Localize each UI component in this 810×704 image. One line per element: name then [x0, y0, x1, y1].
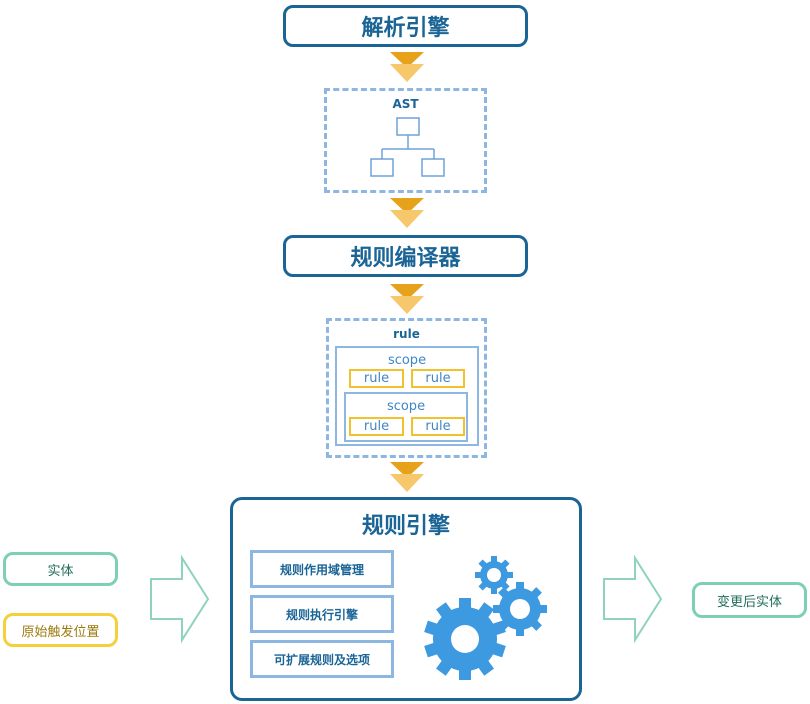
rule-item: rule	[349, 417, 404, 436]
down-chevron-arrow-icon	[390, 198, 424, 228]
rule-box-label: rule	[393, 327, 420, 341]
rule-item: rule	[411, 417, 465, 436]
input-entity: 实体	[3, 552, 118, 586]
right-hollow-arrow-icon	[150, 554, 210, 644]
output-changed-entity: 变更后实体	[692, 582, 807, 618]
scope-inner: scope rule rule	[344, 392, 468, 442]
scope-outer: scope rule rule scope rule rule	[335, 346, 479, 446]
down-chevron-arrow-icon	[390, 284, 424, 314]
feature-execution-engine: 规则执行引擎	[250, 595, 394, 633]
rule-box: rule scope rule rule scope rule rule	[326, 318, 487, 458]
down-chevron-arrow-icon	[390, 52, 424, 82]
scope-label: scope	[387, 353, 427, 368]
right-hollow-arrow-icon	[603, 554, 663, 644]
rule-item: rule	[349, 369, 404, 388]
gear-icon	[475, 556, 513, 594]
ast-label: AST	[392, 97, 419, 111]
gear-icon	[424, 598, 506, 680]
rule-compiler-stage: 规则编译器	[283, 235, 528, 277]
rule-engine-panel: 规则引擎 规则作用域管理 规则执行引擎 可扩展规则及选项	[230, 497, 582, 701]
input-trigger-position: 原始触发位置	[3, 613, 118, 647]
ast-box: AST	[324, 88, 487, 193]
gear-icon	[493, 582, 547, 636]
feature-scope-management: 规则作用域管理	[250, 550, 394, 588]
parser-engine-stage: 解析引擎	[283, 5, 528, 47]
down-chevron-arrow-icon	[390, 462, 424, 492]
rule-engine-title: 规则引擎	[361, 514, 450, 539]
feature-extensible-rules: 可扩展规则及选项	[250, 640, 394, 678]
rule-item: rule	[411, 369, 465, 388]
scope-label: scope	[386, 399, 426, 414]
parser-engine-label: 解析引擎	[361, 16, 450, 41]
tree-structure-icon	[370, 117, 445, 177]
rule-compiler-label: 规则编译器	[350, 246, 461, 271]
